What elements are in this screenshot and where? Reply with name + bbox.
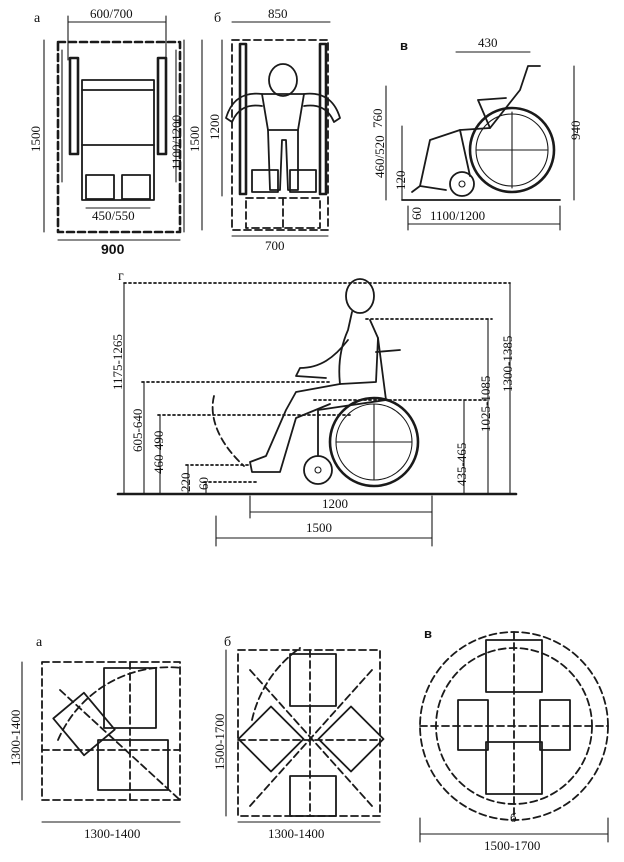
panel-v-dim-h2: 460/520	[372, 135, 387, 178]
panel-a-right-wheel	[156, 56, 168, 156]
panel-b-dim-left: 1500	[187, 126, 202, 152]
panel-v-side-view: в 430 940 760 460/520 120 60 1100/1200	[370, 35, 583, 231]
panel-g-dim-left-mid: 605-640	[130, 409, 145, 452]
panel-b-dim-top: 850	[268, 6, 288, 21]
turn-a-boundary	[41, 661, 181, 801]
panel-g-dim-60: 60	[196, 477, 211, 490]
panel-a-dim-left: 1500	[28, 126, 43, 152]
panel-g-dim-left-low: 460-490	[151, 431, 166, 474]
panel-g-big-wheel	[328, 396, 420, 488]
panel-b-boundary	[231, 39, 329, 231]
panel-b-dim-bottom: 700	[265, 238, 285, 253]
turn-a-dim-side: 1300-1400	[8, 710, 23, 766]
panel-g-label: г	[118, 269, 124, 284]
panel-v-dim-right: 940	[568, 121, 583, 141]
panel-g-legs	[249, 383, 341, 473]
panel-b-left-arm	[225, 92, 263, 123]
panel-a-left-wheel	[68, 56, 80, 156]
panel-v-dim-top: 430	[478, 35, 498, 50]
panel-g-dim-right-low: 435-465	[454, 443, 469, 486]
panel-v-dim-bottom: 1100/1200	[430, 208, 485, 223]
panel-b-label: б	[214, 11, 221, 26]
panel-v-dim-h3: 120	[393, 171, 408, 191]
panel-g-dim-220: 220	[178, 473, 193, 493]
panel-v-dim-h4: 60	[409, 207, 424, 220]
panel-g-torso	[338, 311, 379, 385]
panel-g-side-view: г 1175-1265 605-640 460-490 220 60 1300-…	[110, 269, 518, 547]
panel-g-dim-right-mid: 1025-1085	[478, 376, 493, 432]
panel-g-dim-right-tall: 1300-1385	[500, 336, 515, 392]
panel-a-label: а	[34, 11, 41, 26]
panel-a-top-view: а 600/700 1500 1100/1200 450/550 900	[28, 6, 185, 257]
panel-a-boundary	[56, 40, 182, 234]
turn-panel-a: а 1300-1400 1300-1400	[8, 635, 183, 841]
turn-v-mark: б	[510, 810, 517, 825]
panel-g-dim-bottom-inner: 1200	[322, 496, 348, 511]
panel-b-right-arm	[303, 92, 341, 123]
turn-v-label: в	[424, 626, 432, 641]
panel-a-dim-right: 1100/1200	[169, 115, 184, 170]
panel-v-dim-h1: 760	[370, 109, 385, 129]
panel-g-head	[345, 278, 375, 314]
turn-v-dim-bottom: 1500-1700	[484, 838, 540, 853]
turn-b-dim-bottom: 1300-1400	[268, 826, 324, 841]
panel-b-dim-inner-left: 1200	[207, 114, 222, 140]
panel-v-small-wheel	[449, 171, 475, 197]
turn-b-boundary	[237, 649, 381, 817]
panel-v-label: в	[400, 38, 408, 53]
panel-a-chair-frame	[81, 79, 155, 201]
turn-a-dim-bottom: 1300-1400	[84, 826, 140, 841]
panel-v-big-wheel	[468, 106, 556, 194]
turn-b-label: б	[224, 635, 231, 650]
panel-g-small-wheel	[303, 455, 333, 485]
turn-panel-b: б 1500-1700 1300-1400	[212, 635, 385, 841]
turn-a-label: а	[36, 635, 43, 650]
panel-g-arm	[295, 339, 349, 379]
panel-g-dim-left-tall: 1175-1265	[110, 334, 125, 390]
panel-a-dim-inner-bottom: 450/550	[92, 208, 135, 223]
panel-g-dim-bottom-outer: 1500	[306, 520, 332, 535]
panel-a-dim-top: 600/700	[90, 6, 133, 21]
turn-b-dim-side: 1500-1700	[212, 714, 227, 770]
panel-b-head	[268, 63, 298, 97]
panel-b-top-view: б 850 1500 1200 700	[187, 6, 341, 253]
panel-a-dim-bottom: 900	[101, 241, 125, 257]
turn-panel-v: в б 1500-1700	[419, 626, 609, 853]
